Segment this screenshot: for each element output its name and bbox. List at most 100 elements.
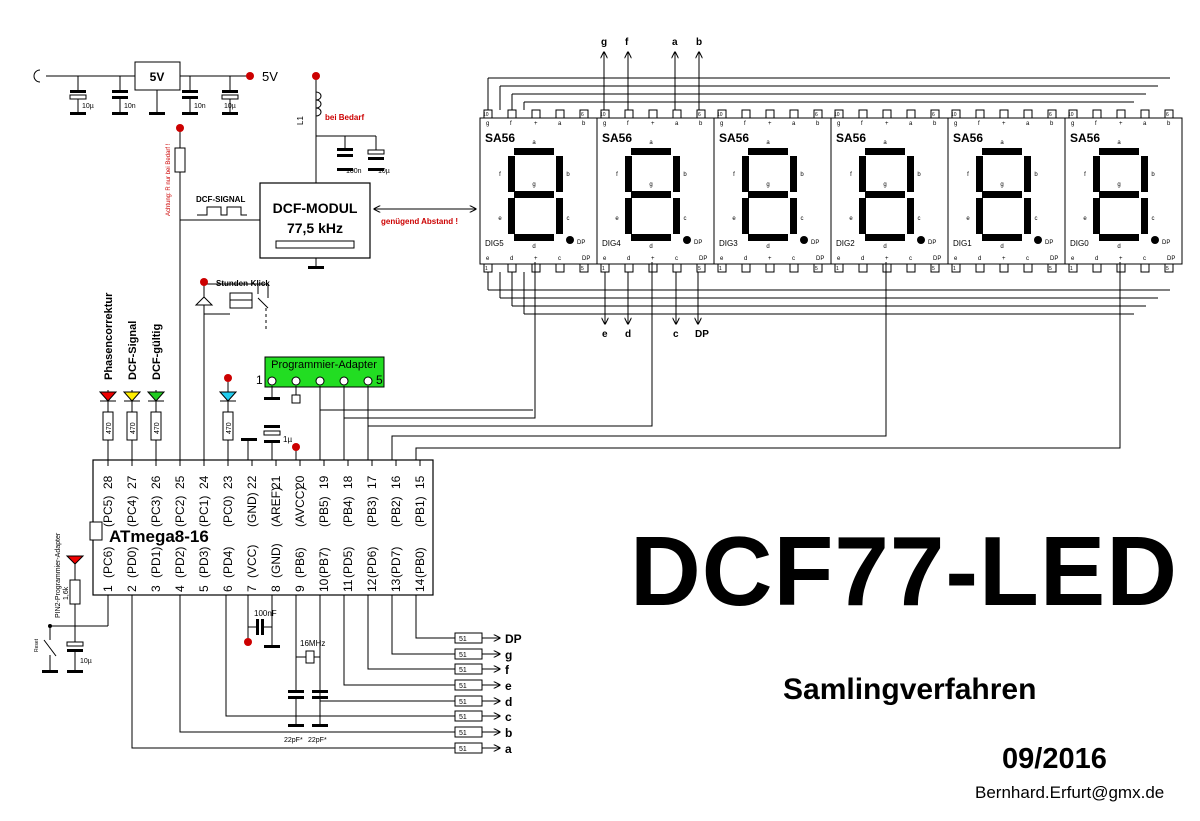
- display-bottom-pin-label: d: [978, 256, 981, 262]
- display-top-pin-label: a: [675, 121, 679, 127]
- segment-letter: c: [1035, 216, 1038, 222]
- segment: [790, 198, 797, 234]
- segment: [748, 191, 788, 198]
- mcu-pin-number: 2: [125, 585, 139, 592]
- decimal-point: [1034, 236, 1042, 244]
- segment-wire: [225, 595, 455, 717]
- pin-number: 1: [485, 266, 488, 272]
- prog-pin: [267, 376, 277, 386]
- display-bottom-pin: [834, 263, 844, 273]
- mcu-pin-number: 21: [269, 475, 283, 489]
- mcu-pin-name: (PD5): [341, 547, 355, 578]
- prog-pin: [315, 376, 325, 386]
- mcu-pin-number: 1: [101, 585, 115, 592]
- regulator-label: 5V: [150, 70, 165, 84]
- display-bottom-pin-label: DP: [582, 256, 590, 262]
- segment-letter: g: [1117, 182, 1120, 188]
- mcu-pin-number: 24: [197, 475, 211, 489]
- display-top-pin-label: g: [837, 121, 840, 127]
- segment-letter: d: [532, 244, 535, 250]
- segment: [907, 198, 914, 234]
- pin-number: 1: [1070, 266, 1073, 272]
- cap-label: 100n: [346, 168, 362, 175]
- bus-label: e: [602, 329, 608, 340]
- display-top-pin: [951, 109, 961, 119]
- coil-node: [312, 72, 320, 80]
- segment-letter: d: [1000, 244, 1003, 250]
- mcu-pin-number: 7: [245, 585, 259, 592]
- reset-cap-label: 10µ: [80, 658, 92, 665]
- segment-wire: [391, 595, 455, 655]
- mcu-pin-name: (PD2): [173, 547, 187, 578]
- aref-cap-label: 1µ: [283, 435, 292, 444]
- mcu-pin-number: 9: [293, 585, 307, 592]
- pin-number: 6: [1166, 112, 1169, 118]
- decimal-point: [1151, 236, 1159, 244]
- mcu-notch: [89, 521, 103, 541]
- mcu-pin-number: 12: [365, 578, 379, 592]
- display-bottom-pin-label: e: [603, 256, 607, 262]
- mcu-pin-number: 23: [221, 475, 235, 489]
- mcu-pin-name: (PC6): [101, 547, 115, 578]
- display-bottom-pin: [1023, 263, 1033, 273]
- display-bottom-pin: [930, 263, 940, 273]
- aref-cap: [264, 425, 280, 428]
- segment-resistor-label: 51: [459, 699, 467, 706]
- display-top-pin: [555, 109, 565, 119]
- ground-bar: [264, 397, 280, 400]
- cap-label: 10µ: [82, 103, 94, 110]
- prog-pin2-box: [291, 394, 301, 404]
- resistor-note: Achtung: R nur bei Bedarf !: [166, 143, 172, 216]
- cap-label: 10n: [194, 103, 206, 110]
- segment: [742, 198, 749, 234]
- display-top-pin-label: f: [1095, 121, 1097, 127]
- date: 09/2016: [1002, 743, 1107, 775]
- ground-bar: [241, 438, 257, 441]
- display-bottom-pin: [672, 263, 682, 273]
- segment: [1024, 156, 1031, 192]
- mcu-pin-name: (PD3): [197, 547, 211, 578]
- reset-cap: [66, 641, 84, 647]
- display-digit-label: DIG2: [836, 239, 855, 248]
- mcu-pin-name: (PB6): [293, 547, 307, 578]
- mcu-pin-name: (AREF): [269, 487, 283, 527]
- segment: [907, 156, 914, 192]
- display-bottom-pin: [1047, 263, 1057, 273]
- dcf-module-title: DCF-MODUL: [273, 200, 358, 216]
- display-top-pin-label: b: [1167, 121, 1171, 127]
- segment-resistor-label: 51: [459, 636, 467, 643]
- display-top-pin: [1116, 109, 1126, 119]
- ground-bar: [42, 670, 58, 673]
- segment-label: DP: [505, 632, 522, 646]
- led-resistor-label: 470: [226, 422, 233, 434]
- pullup-resistor: [174, 147, 186, 173]
- segment: [631, 148, 671, 155]
- mcu-pin-name: (PC3): [149, 496, 163, 527]
- segment: [742, 156, 749, 192]
- display-bottom-pin: [531, 263, 541, 273]
- crystal: [305, 650, 315, 664]
- mcu-pin-name: (VCC): [245, 545, 259, 578]
- pin-number: 10: [600, 112, 606, 118]
- display-bottom-pin-label: e: [1071, 256, 1075, 262]
- display-bottom-pin: [1092, 263, 1102, 273]
- display-bottom-pin: [1116, 263, 1126, 273]
- crystal-label: 16MHz: [300, 639, 325, 648]
- mcu-pin-name: (PC0): [221, 496, 235, 527]
- vcc-cap: [256, 619, 259, 635]
- relay-label: Stunden-Klick: [216, 279, 270, 288]
- mcu-pin-name: (PD7): [389, 547, 403, 578]
- segment-resistor-label: 51: [459, 683, 467, 690]
- display-top-pin-label: a: [1143, 121, 1147, 127]
- segment: [1141, 156, 1148, 192]
- pin-number: 1: [953, 266, 956, 272]
- segment: [556, 156, 563, 192]
- pin-number: 6: [698, 112, 701, 118]
- mcu-pin-name: (AVCC): [293, 487, 307, 527]
- mcu-name: ATmega8-16: [109, 527, 209, 546]
- display-bottom-pin-label: +: [651, 256, 655, 262]
- dcf-wires: [179, 78, 377, 460]
- segment-resistor-label: 51: [459, 746, 467, 753]
- mcu-body: [92, 459, 434, 596]
